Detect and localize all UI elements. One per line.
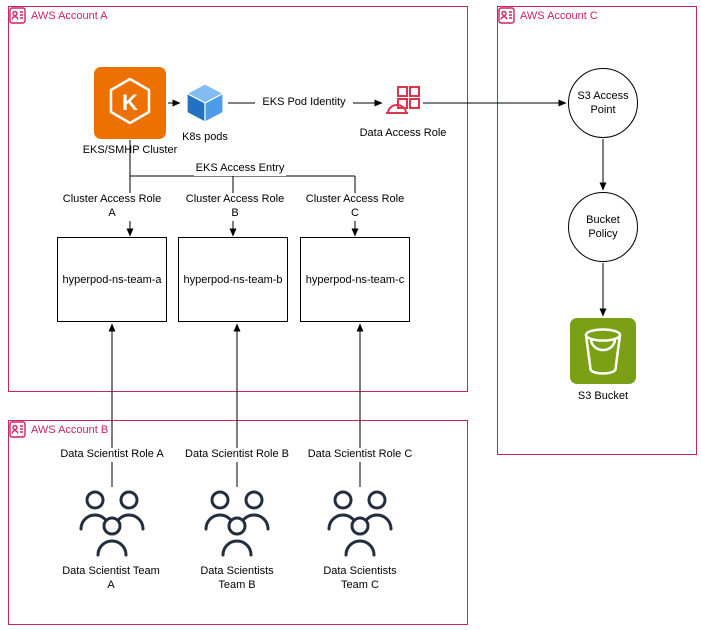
team-b-label: Data Scientists Team B bbox=[200, 565, 274, 591]
aws-account-icon bbox=[9, 7, 26, 29]
namespace-box-team-c: hyperpod-ns-team-c bbox=[300, 237, 410, 322]
account-b-label: AWS Account B bbox=[31, 424, 109, 436]
data-access-role-label: Data Access Role bbox=[359, 127, 447, 139]
edge-label-cluster-access-role-b: Cluster Access Role B bbox=[180, 193, 290, 221]
namespace-box-team-a: hyperpod-ns-team-a bbox=[57, 237, 167, 322]
edge-label-eks-access-entry: EKS Access Entry bbox=[194, 162, 286, 176]
s3-bucket-label: S3 Bucket bbox=[577, 390, 629, 402]
users-group-icon-team-b bbox=[200, 487, 274, 564]
data-access-role-icon bbox=[384, 84, 422, 127]
account-c-label: AWS Account C bbox=[520, 10, 598, 22]
edge-label-eks-pod-identity: EKS Pod Identity bbox=[255, 96, 353, 110]
k8s-pods-icon bbox=[183, 81, 227, 130]
aws-account-icon bbox=[498, 7, 515, 29]
edge-label-data-scientist-role-a: Data Scientist Role A bbox=[57, 448, 167, 462]
edge-label-data-scientist-role-c: Data Scientist Role C bbox=[305, 448, 415, 462]
edge-label-cluster-access-role-c: Cluster Access Role C bbox=[300, 193, 410, 221]
account-a-label: AWS Account A bbox=[31, 10, 108, 22]
team-a-label: Data Scientist Team A bbox=[62, 565, 160, 591]
svg-text:K: K bbox=[122, 90, 138, 115]
users-group-icon-team-a bbox=[75, 487, 149, 564]
k8s-pods-label: K8s pods bbox=[182, 131, 228, 143]
edge-label-cluster-access-role-a: Cluster Access Role A bbox=[57, 193, 167, 221]
team-c-label: Data Scientists Team C bbox=[323, 565, 397, 591]
s3-access-point-node: S3 Access Point bbox=[568, 68, 638, 138]
eks-smhp-cluster-icon: K bbox=[94, 67, 166, 144]
eks-cluster-label: EKS/SMHP Cluster bbox=[82, 144, 178, 156]
bucket-policy-node: Bucket Policy bbox=[568, 192, 638, 262]
namespace-box-team-b: hyperpod-ns-team-b bbox=[178, 237, 288, 322]
users-group-icon-team-c bbox=[323, 487, 397, 564]
edge-label-data-scientist-role-b: Data Scientist Role B bbox=[182, 448, 292, 462]
s3-bucket-icon bbox=[570, 318, 636, 389]
aws-account-icon bbox=[9, 421, 26, 443]
